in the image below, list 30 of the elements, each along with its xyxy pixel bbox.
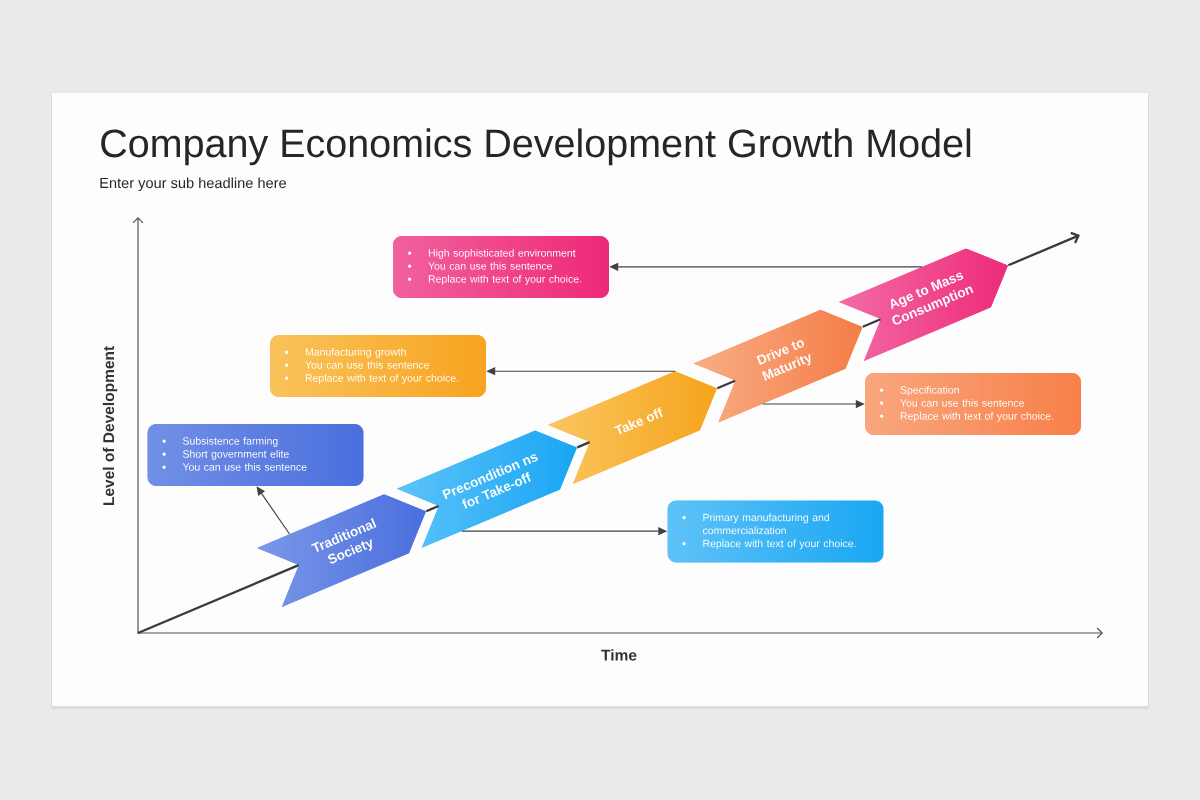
bullet-item: Short government elite: [183, 450, 289, 460]
bullet-item: You can use this sentence: [305, 361, 430, 369]
trend-line: [425, 504, 440, 513]
axis-label: Level of Development: [102, 346, 118, 506]
bullet-item: You can use this sentence: [900, 399, 1025, 407]
leader-arrow: [256, 486, 291, 535]
trend-line: [137, 564, 300, 635]
bullet-item: Replace with text of your choice.: [900, 412, 1054, 422]
info-box: [270, 335, 486, 397]
info-box: [147, 424, 364, 486]
info-box: [393, 236, 609, 298]
bullet-item: Replace with text of your choice.: [428, 275, 582, 285]
subtitle: Enter your sub headline here: [100, 177, 286, 191]
trend-arrow: [1007, 231, 1080, 267]
bullet-item: Specification: [900, 386, 959, 396]
trend-line: [576, 441, 591, 449]
bullet-item: Replace with text of your choice.: [305, 374, 459, 384]
bullet-item: You can use this sentence: [182, 463, 307, 471]
info-box: [865, 373, 1081, 435]
axis-label: Time: [601, 649, 637, 661]
trend-line: [862, 318, 882, 328]
bullet-item: Subsistence farming: [183, 437, 278, 447]
bullet-item: High sophisticated environment: [428, 249, 576, 259]
bullet-item: Manufacturing growth: [305, 348, 406, 358]
bullet-item: Primary manufacturing and commercialization: [702, 513, 829, 535]
trend-line: [716, 379, 736, 390]
bullet-item: You can use this sentence: [428, 262, 553, 270]
bullet-item: Replace with text of your choice.: [703, 539, 856, 550]
title: Company Economics Development Growth Model: [101, 128, 971, 166]
info-box: [667, 500, 884, 563]
